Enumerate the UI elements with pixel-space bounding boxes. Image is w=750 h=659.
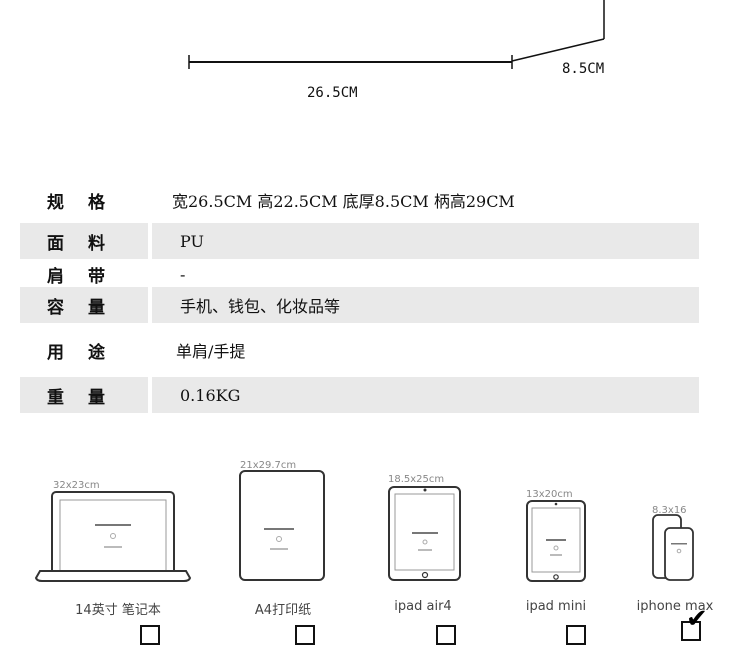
a4-paper-icon <box>239 470 325 581</box>
ipad-air-icon <box>388 486 461 581</box>
checkbox-laptop[interactable] <box>140 625 160 645</box>
checkbox-a4[interactable] <box>295 625 315 645</box>
spec-value-material: PU <box>180 231 204 251</box>
spec-label-usage: 用途 <box>47 342 129 363</box>
laptop-icon <box>34 491 192 582</box>
device-name-a4: A4打印纸 <box>254 603 312 618</box>
spec-row-material <box>20 223 699 259</box>
spec-label-bg <box>20 287 148 323</box>
bag-depth-line <box>511 38 605 62</box>
depth-dimension-label: 8.5CM <box>562 61 605 77</box>
dimension-drawing <box>188 0 605 69</box>
spec-value-weight: 0.16KG <box>180 385 241 405</box>
device-size-a4: 21x29.7cm <box>240 460 297 471</box>
spec-label-strap: 肩带 <box>47 266 129 287</box>
device-illustrations <box>34 470 694 582</box>
device-name-ipad-mini: ipad mini <box>525 599 587 614</box>
checkbox-ipad-air[interactable] <box>436 625 456 645</box>
device-name-laptop: 14英寸 笔记本 <box>75 603 161 618</box>
spec-value-bg <box>152 223 699 259</box>
spec-value-strap: - <box>180 264 186 284</box>
spec-value-usage: 单肩/手提 <box>176 342 246 361</box>
spec-label-material: 面料 <box>47 233 129 254</box>
iphone-max-icon <box>652 514 694 581</box>
spec-value-size: 宽26.5CM 高22.5CM 底厚8.5CM 柄高29CM <box>172 192 515 211</box>
spec-row-weight <box>20 377 699 413</box>
device-size-ipad-air: 18.5x25cm <box>388 474 445 485</box>
device-size-iphone-max: 8.3x16 <box>652 505 687 516</box>
spec-label-capacity: 容量 <box>47 297 129 318</box>
spec-value-bg <box>152 287 699 323</box>
checkbox-iphone-max[interactable] <box>681 621 701 641</box>
device-size-laptop: 32x23cm <box>53 480 100 491</box>
check-mark-icon: ✔ <box>686 604 708 634</box>
spec-label-size: 规格 <box>47 192 129 213</box>
device-name-ipad-air: ipad air4 <box>394 599 452 614</box>
device-name-iphone-max: iphone max <box>636 599 714 614</box>
spec-label-bg <box>20 223 148 259</box>
spec-label-weight: 重量 <box>47 387 129 408</box>
spec-value-bg <box>152 262 699 286</box>
ipad-mini-icon <box>526 500 586 582</box>
width-dimension-label: 26.5CM <box>307 85 358 101</box>
device-size-ipad-mini: 13x20cm <box>526 489 573 500</box>
spec-label-bg <box>20 377 148 413</box>
spec-row-capacity <box>20 287 699 323</box>
checkbox-ipad-mini[interactable] <box>566 625 586 645</box>
spec-value-capacity: 手机、钱包、化妆品等 <box>180 297 341 316</box>
spec-value-bg <box>152 377 699 413</box>
